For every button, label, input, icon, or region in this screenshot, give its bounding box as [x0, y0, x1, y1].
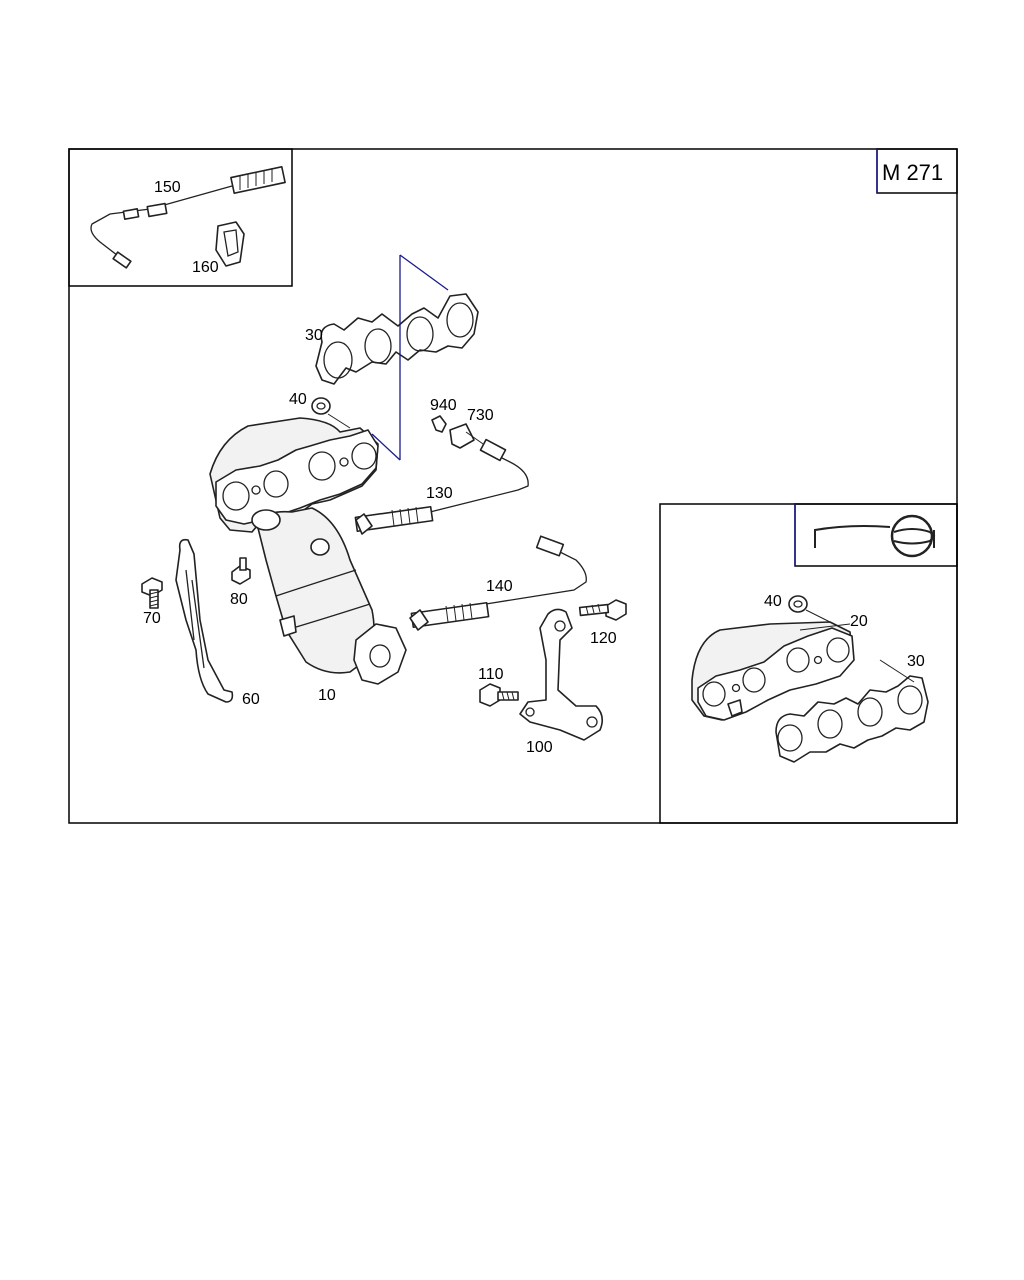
- callout-30-main: 30: [305, 327, 323, 344]
- bolt-110: [479, 683, 519, 707]
- callout-10: 10: [318, 687, 336, 704]
- top-left-inset-frame: [68, 148, 293, 287]
- callout-labels: 150 160 30 40 940 730 130 140 70 80 60 1…: [143, 179, 925, 756]
- heat-shield-60: [175, 538, 234, 703]
- connector-940: [431, 415, 447, 433]
- main-frame: [68, 148, 958, 824]
- callout-30-inset: 30: [907, 653, 925, 670]
- bracket-100: [519, 608, 604, 741]
- model-label-box: M 271: [876, 148, 958, 194]
- stud-80: [231, 557, 251, 585]
- callout-730: 730: [467, 407, 494, 424]
- clip-160: [215, 221, 245, 267]
- callout-130: 130: [426, 485, 453, 502]
- callout-100: 100: [526, 739, 553, 756]
- callout-20: 20: [850, 613, 868, 630]
- temperature-sensor-150: [90, 165, 286, 269]
- engine-variant-icon: [814, 514, 936, 558]
- model-label: M 271: [882, 160, 943, 185]
- callout-40-main: 40: [289, 391, 307, 408]
- callout-940: 940: [430, 397, 457, 414]
- callout-150: 150: [154, 179, 181, 196]
- nut-40-main: [311, 397, 351, 429]
- exhaust-manifold-10: [209, 417, 407, 685]
- gasket-30-inset: [775, 659, 929, 763]
- bolt-120: [578, 599, 627, 621]
- plug-730: [449, 423, 487, 449]
- engine-variant-box: [794, 503, 958, 567]
- callout-40-inset: 40: [764, 593, 782, 610]
- nut-40-inset: [788, 595, 831, 623]
- exhaust-manifold-20: [691, 621, 855, 721]
- bolt-70: [141, 577, 163, 609]
- callout-160: 160: [192, 259, 219, 276]
- callout-140: 140: [486, 578, 513, 595]
- oxygen-sensor-140: [409, 535, 587, 631]
- oxygen-sensor-130: [354, 438, 529, 535]
- callout-60: 60: [242, 691, 260, 708]
- gasket-30-main: [315, 293, 479, 385]
- callout-120: 120: [590, 630, 617, 647]
- callout-110: 110: [478, 666, 504, 683]
- callout-70: 70: [143, 610, 161, 627]
- callout-80: 80: [230, 591, 248, 608]
- gasket-leader-lines: [371, 254, 449, 461]
